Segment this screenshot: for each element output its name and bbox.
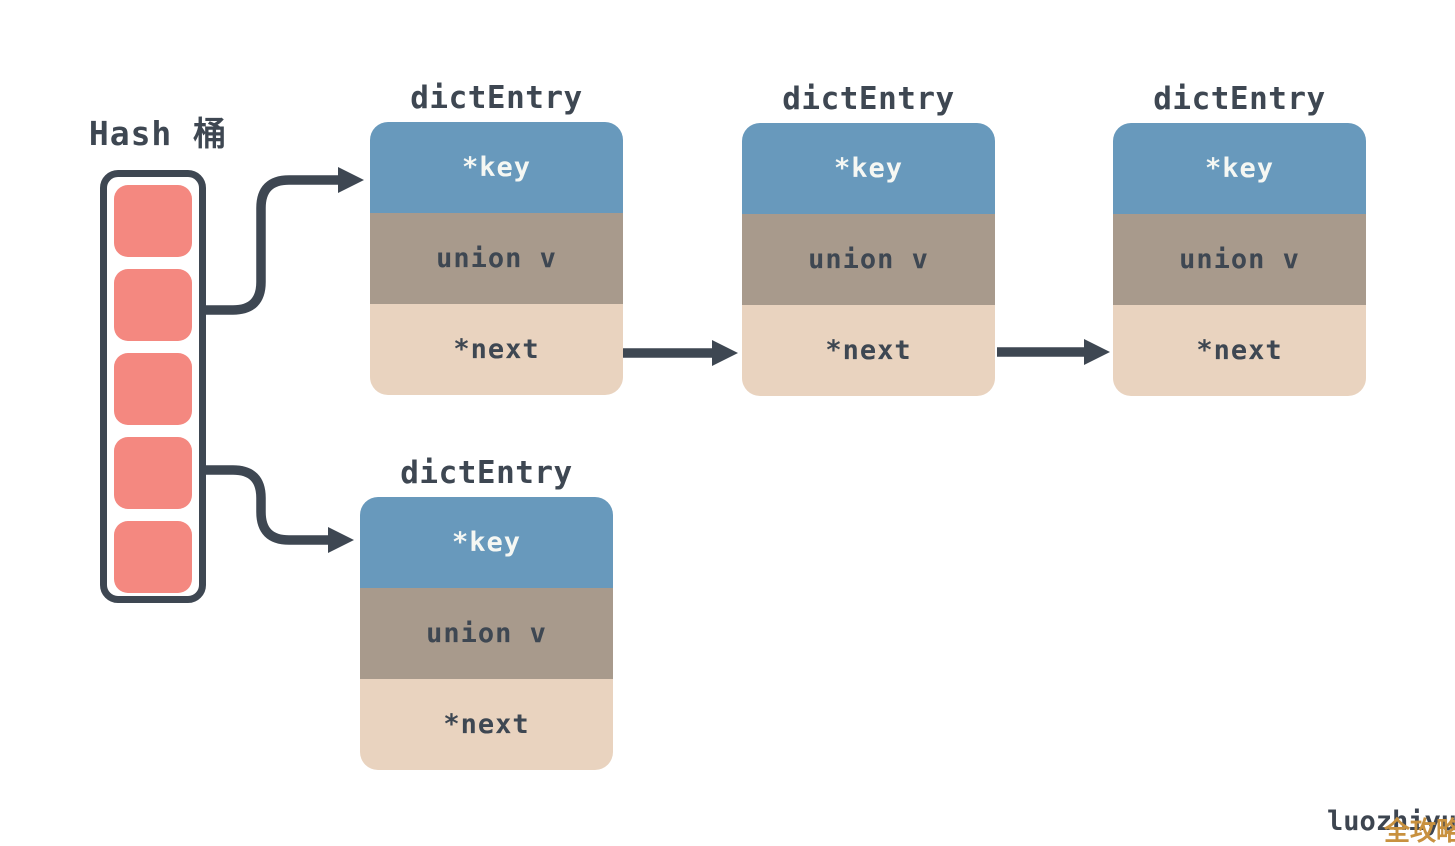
hash-bucket [100,170,206,603]
arrowhead-icon [1084,339,1110,365]
field-union: union v [742,214,995,305]
arrowhead-icon [338,167,364,193]
field-union: union v [370,213,623,304]
arrow-slot2-to-entry1 [188,175,340,315]
dict-entry-1: *key union v *next [370,122,623,395]
arrowhead-icon [712,340,738,366]
bucket-slot [114,521,192,593]
bucket-slot [114,185,192,257]
field-next: *next [1113,305,1366,396]
bucket-slot [114,437,192,509]
field-key: *key [1113,123,1366,214]
bucket-slot [114,269,192,341]
dict-entry-3: *key union v *next [1113,123,1366,396]
arrow-slot4-to-entry4 [188,465,330,545]
dict-entry-4: *key union v *next [360,497,613,770]
dict-entry-3-title: dictEntry [1153,81,1326,117]
field-union: union v [360,588,613,679]
field-key: *key [742,123,995,214]
dict-entry-4-title: dictEntry [400,455,573,491]
bucket-slot [114,353,192,425]
dict-entry-2-title: dictEntry [782,81,955,117]
field-key: *key [370,122,623,213]
bucket-label: Hash 桶 [88,114,228,153]
watermark: luozhiyun [1327,806,1455,837]
watermark-overlay: 全攻略 [1384,817,1455,846]
field-next: *next [742,305,995,396]
field-union: union v [1113,214,1366,305]
field-next: *next [370,304,623,395]
dict-entry-1-title: dictEntry [410,80,583,116]
field-key: *key [360,497,613,588]
field-next: *next [360,679,613,770]
arrowhead-icon [328,527,354,553]
dict-entry-2: *key union v *next [742,123,995,396]
